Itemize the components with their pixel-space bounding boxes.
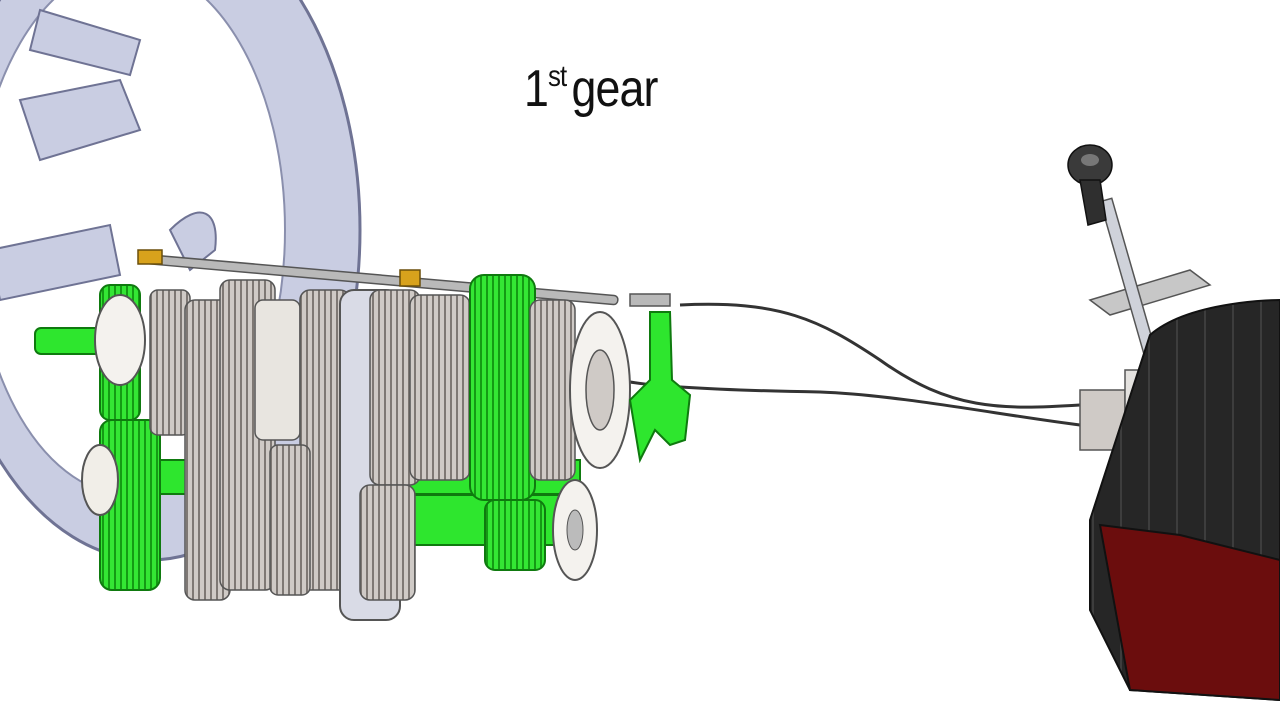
gear-word: gear <box>571 60 659 118</box>
shift-bracket <box>628 311 692 464</box>
green-gear-right <box>469 274 546 571</box>
input-bearing <box>94 294 146 386</box>
gear-ordinal-suffix: st <box>548 60 567 93</box>
gear-caption: 1stgear <box>524 60 659 118</box>
output-end <box>529 299 631 581</box>
gear-stack <box>149 279 471 621</box>
seat <box>1089 298 1280 702</box>
gear-number: 1 <box>524 60 549 118</box>
